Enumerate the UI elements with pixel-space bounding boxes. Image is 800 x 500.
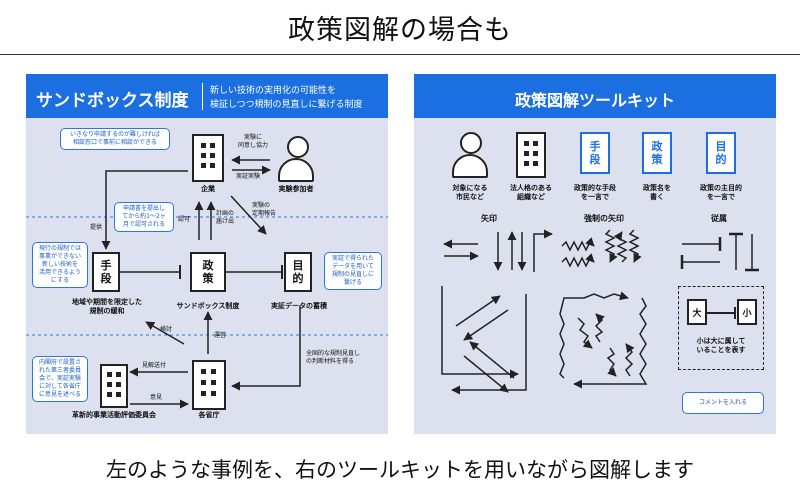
zigzag-arrow-diag-4 bbox=[624, 343, 635, 377]
bottom-caption: 左のような事例を、右のツールキットを用いながら図解します bbox=[106, 458, 694, 482]
ministries-building-icon bbox=[192, 360, 226, 410]
policy-box: 政 策 bbox=[190, 252, 226, 292]
committee-building-icon bbox=[100, 364, 128, 408]
sample-arrow-diag-3 bbox=[463, 355, 509, 393]
title-divider bbox=[0, 54, 800, 55]
arrow-provide bbox=[101, 170, 188, 250]
edge-label-approve: 認可 bbox=[178, 216, 191, 223]
zigzag-arrow-4 bbox=[613, 231, 628, 263]
edge-label-demo: 実証実験 bbox=[236, 173, 261, 180]
participant-label: 実験参加者 bbox=[278, 185, 314, 193]
edge-label-opinion-send: 見解送付 bbox=[142, 362, 167, 369]
arrow-report bbox=[230, 195, 267, 235]
section-arrow-heading: 矢印 bbox=[481, 214, 497, 223]
big-box: 大 bbox=[687, 299, 707, 325]
arrow-review bbox=[145, 321, 185, 345]
toolkit-header-title: 政策図解ツールキット bbox=[514, 91, 675, 110]
ministries-label: 各省庁 bbox=[198, 411, 220, 419]
sample-arrow-elbow-2 bbox=[451, 294, 527, 395]
zigzag-arrow-elbow bbox=[559, 291, 629, 379]
comment-callout: コメントを入れる bbox=[682, 392, 764, 414]
participant-person-icon bbox=[276, 136, 316, 184]
edge-label-operate: 運営 bbox=[214, 332, 227, 339]
goal-box: 目 的 bbox=[284, 252, 312, 292]
page-title: 政策図解の場合も bbox=[288, 15, 512, 46]
toolkit-policy-box: 政 策 bbox=[642, 132, 672, 174]
sandbox-diagram-lines bbox=[26, 155, 388, 409]
callout-committee: 内閣府で設置さ れた第三者委員 会で、実証実験 に対して各省庁 に意見を述べる bbox=[32, 356, 88, 402]
toolkit-person-label: 対象になる 市民など bbox=[452, 184, 488, 201]
subordinate-example-box: 大 小 小は大に属して いることを表す bbox=[678, 286, 764, 370]
toolkit-panel-header: 政策図解ツールキット bbox=[414, 74, 776, 118]
sample-arrow-diag-4 bbox=[469, 341, 515, 379]
arrow-nationwide bbox=[231, 306, 301, 391]
committee-label: 革新的事業活動評価委員会 bbox=[72, 411, 156, 419]
edge-label-plan: 計画の 届け出 bbox=[216, 210, 235, 225]
callout-use-data: 実証で得られた データを用いて 規制の見直しに 繋げる bbox=[324, 252, 382, 290]
sandbox-header-title: サンドボックス制度 bbox=[36, 91, 189, 111]
goal-label: 実証データの蓄積 bbox=[271, 302, 327, 310]
toolkit-means-label: 政策的な手段 を一言で bbox=[574, 184, 616, 201]
edge-label-nationwide: 全国的な規制見直し の判断材料を得る bbox=[306, 350, 361, 365]
edge-label-provide: 提供 bbox=[90, 224, 103, 231]
sample-arrow-diag-2 bbox=[463, 309, 509, 341]
sandbox-diagram-panel: サンドボックス制度 新しい技術の実用化の可能性を 検証しつつ規制の見直しに繋げる… bbox=[26, 74, 388, 434]
zigzag-arrow-1 bbox=[561, 237, 595, 252]
edge-label-consent: 実験に 同意し協力 bbox=[238, 134, 269, 149]
toolkit-building-label: 法人格のある 組織など bbox=[510, 184, 552, 201]
sample-arrow-diag-1 bbox=[455, 295, 501, 327]
company-building-icon bbox=[192, 134, 224, 182]
sample-arrow-corner bbox=[533, 229, 553, 272]
header-separator bbox=[202, 83, 203, 110]
toolkit-means-box: 手 段 bbox=[580, 132, 610, 174]
toolkit-arrow-samples bbox=[441, 229, 759, 395]
policy-label: サンドボックス制度 bbox=[176, 302, 240, 310]
edge-label-review: 検討 bbox=[160, 326, 173, 333]
zigzag-arrow-diag-3 bbox=[606, 347, 617, 377]
callout-approval-time: 申請書を提出し てから約1〜2ヶ 月で認可される bbox=[114, 202, 174, 232]
toolkit-person-icon bbox=[450, 132, 490, 180]
toolkit-panel: 政策図解ツールキット 対象になる 市民など 法人格のある 組織など 手 段 政策… bbox=[414, 74, 776, 434]
sandbox-header-desc-2: 検証しつつ規制の見直しに繋げる制度 bbox=[210, 100, 363, 110]
section-strong-arrow-heading: 強制の矢印 bbox=[584, 214, 624, 223]
sandbox-header-desc-1: 新しい技術の実用化の可能性を bbox=[210, 86, 337, 96]
toolkit-goal-label: 政策の主目的 を一言で bbox=[700, 184, 742, 201]
section-subordinate-heading: 従属 bbox=[711, 214, 727, 223]
callout-consultation: いきなり申請するのが難しければ 相談窓口で事前に相談ができる bbox=[60, 128, 170, 150]
toolkit-goal-box: 目 的 bbox=[706, 132, 736, 174]
subordinate-desc: 小は大に属して いることを表す bbox=[696, 337, 746, 354]
zigzag-arrow-diag-1 bbox=[577, 317, 593, 349]
means-label: 地域や期間を限定した 規制の緩和 bbox=[72, 298, 142, 315]
small-box: 小 bbox=[737, 299, 757, 325]
zigzag-arrow-5 bbox=[628, 229, 642, 263]
sandbox-panel-header: サンドボックス制度 新しい技術の実用化の可能性を 検証しつつ規制の見直しに繋げる… bbox=[26, 74, 388, 118]
sample-arrow-elbow bbox=[441, 286, 519, 379]
zigzag-arrow-3 bbox=[604, 229, 618, 263]
zigzag-arrow-2 bbox=[561, 253, 595, 268]
zigzag-arrow-diag-2 bbox=[594, 313, 605, 343]
edge-label-opinion: 意見 bbox=[150, 394, 163, 401]
toolkit-policy-label: 政策名を 書く bbox=[643, 184, 671, 201]
zigzag-arrow-elbow-2 bbox=[573, 297, 648, 389]
means-box: 手 段 bbox=[92, 252, 120, 292]
callout-enable-tech: 現行の規制では 事業ができない 新しい技術を 活用できるよう にする bbox=[32, 242, 88, 288]
edge-label-report: 実験の 定期報告 bbox=[252, 202, 277, 217]
company-label: 企業 bbox=[201, 185, 215, 193]
toolkit-building-icon bbox=[516, 132, 546, 178]
